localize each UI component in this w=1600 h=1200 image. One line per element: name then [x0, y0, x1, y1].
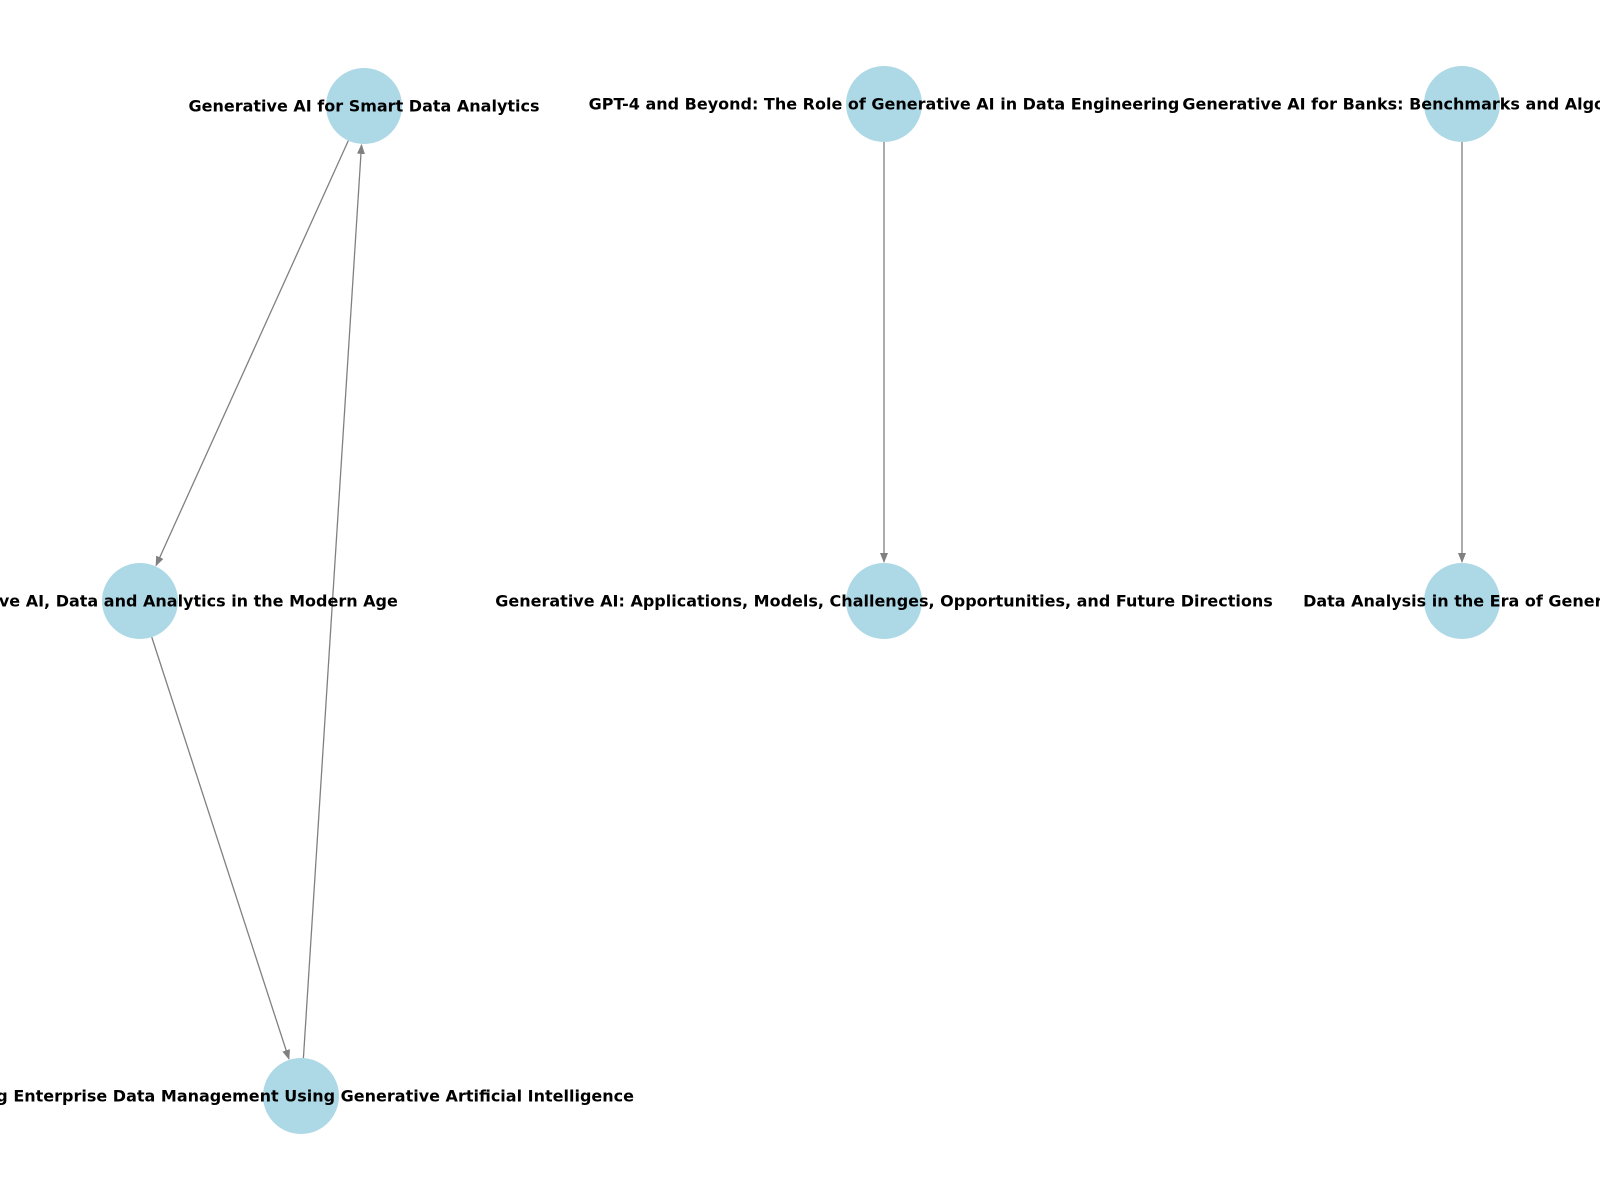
edge-n7-to-n1 — [302, 143, 365, 1059]
node-label-n6: Data Analysis in the Era of Generat — [1303, 592, 1600, 611]
node-n7[interactable] — [263, 1058, 339, 1134]
node-n5[interactable] — [846, 563, 922, 639]
node-n6[interactable] — [1424, 563, 1500, 639]
labels-layer: Generative AI for Smart Data Analytics GP… — [0, 95, 1600, 1106]
node-label-n4: een Generative AI, Data and Analytics in… — [0, 592, 398, 611]
node-label-n1: Generative AI for Smart Data Analytics — [188, 97, 539, 116]
node-n2[interactable] — [846, 66, 922, 142]
node-label-n2: GPT-4 and Beyond: The Role of Generative… — [589, 95, 1180, 114]
edge-n1-to-n4 — [155, 140, 349, 567]
node-n3[interactable] — [1424, 66, 1500, 142]
edge-n4-to-n7 — [151, 636, 290, 1060]
node-n1[interactable] — [326, 68, 402, 144]
nodes-layer — [102, 66, 1500, 1134]
edges-layer — [151, 140, 1466, 1060]
node-label-n3: Generative AI for Banks: Benchmarks and … — [1182, 95, 1600, 114]
node-n4[interactable] — [102, 563, 178, 639]
node-label-n7: ning Enterprise Data Management Using Ge… — [0, 1087, 634, 1106]
node-label-n5: Generative AI: Applications, Models, Cha… — [495, 592, 1273, 611]
